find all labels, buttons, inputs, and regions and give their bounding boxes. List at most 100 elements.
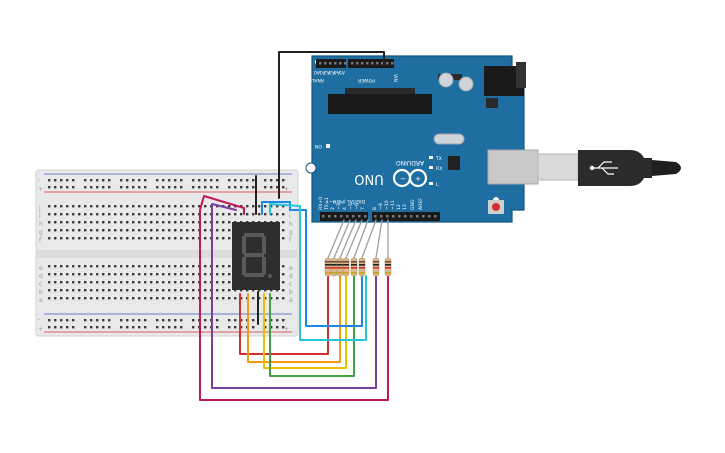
breadboard-hole[interactable] — [156, 237, 159, 240]
breadboard-hole[interactable] — [102, 273, 105, 276]
breadboard-hole[interactable] — [66, 281, 69, 284]
breadboard-hole[interactable] — [66, 326, 69, 329]
breadboard-hole[interactable] — [138, 221, 141, 224]
breadboard-hole[interactable] — [126, 289, 129, 292]
breadboard-hole[interactable] — [78, 229, 81, 232]
breadboard-hole[interactable] — [132, 273, 135, 276]
breadboard-hole[interactable] — [282, 297, 285, 300]
breadboard-hole[interactable] — [228, 297, 231, 300]
breadboard-hole[interactable] — [84, 297, 87, 300]
breadboard-hole[interactable] — [246, 213, 249, 216]
breadboard-hole[interactable] — [150, 221, 153, 224]
breadboard-hole[interactable] — [180, 229, 183, 232]
breadboard-hole[interactable] — [162, 179, 165, 182]
breadboard-hole[interactable] — [156, 281, 159, 284]
breadboard-hole[interactable] — [240, 297, 243, 300]
breadboard-hole[interactable] — [120, 221, 123, 224]
usb-cable[interactable] — [487, 149, 681, 186]
breadboard-hole[interactable] — [54, 289, 57, 292]
breadboard-hole[interactable] — [96, 297, 99, 300]
breadboard-hole[interactable] — [282, 179, 285, 182]
breadboard-hole[interactable] — [48, 229, 51, 232]
breadboard-hole[interactable] — [48, 326, 51, 329]
breadboard-hole[interactable] — [150, 281, 153, 284]
breadboard-hole[interactable] — [216, 265, 219, 268]
breadboard-hole[interactable] — [120, 179, 123, 182]
breadboard-hole[interactable] — [138, 186, 141, 189]
breadboard-hole[interactable] — [48, 265, 51, 268]
resistor[interactable] — [372, 257, 380, 277]
breadboard-hole[interactable] — [150, 273, 153, 276]
breadboard-hole[interactable] — [150, 289, 153, 292]
breadboard-hole[interactable] — [282, 229, 285, 232]
breadboard-hole[interactable] — [108, 213, 111, 216]
breadboard-hole[interactable] — [78, 273, 81, 276]
breadboard-hole[interactable] — [114, 205, 117, 208]
breadboard-hole[interactable] — [84, 281, 87, 284]
breadboard-hole[interactable] — [48, 297, 51, 300]
breadboard-hole[interactable] — [168, 326, 171, 329]
breadboard-hole[interactable] — [144, 273, 147, 276]
breadboard-hole[interactable] — [192, 319, 195, 322]
wire-cyan[interactable] — [269, 203, 367, 341]
breadboard-hole[interactable] — [192, 237, 195, 240]
breadboard-hole[interactable] — [180, 179, 183, 182]
breadboard-hole[interactable] — [168, 281, 171, 284]
breadboard-hole[interactable] — [162, 326, 165, 329]
breadboard-hole[interactable] — [48, 319, 51, 322]
breadboard-hole[interactable] — [72, 213, 75, 216]
breadboard-hole[interactable] — [90, 221, 93, 224]
breadboard-hole[interactable] — [54, 273, 57, 276]
wire-yellow[interactable] — [263, 275, 347, 369]
breadboard-hole[interactable] — [156, 221, 159, 224]
breadboard-hole[interactable] — [60, 289, 63, 292]
breadboard-hole[interactable] — [204, 326, 207, 329]
breadboard-hole[interactable] — [228, 179, 231, 182]
breadboard-hole[interactable] — [78, 265, 81, 268]
breadboard-hole[interactable] — [174, 319, 177, 322]
breadboard-hole[interactable] — [126, 281, 129, 284]
breadboard-hole[interactable] — [150, 213, 153, 216]
breadboard-hole[interactable] — [126, 237, 129, 240]
breadboard-hole[interactable] — [90, 297, 93, 300]
breadboard-hole[interactable] — [204, 319, 207, 322]
wire-purple[interactable] — [211, 203, 377, 389]
breadboard-hole[interactable] — [72, 179, 75, 182]
breadboard-hole[interactable] — [252, 213, 255, 216]
breadboard-hole[interactable] — [108, 265, 111, 268]
breadboard-hole[interactable] — [132, 205, 135, 208]
breadboard-hole[interactable] — [96, 319, 99, 322]
breadboard-hole[interactable] — [192, 179, 195, 182]
breadboard-hole[interactable] — [90, 237, 93, 240]
breadboard-hole[interactable] — [258, 297, 261, 300]
breadboard-hole[interactable] — [96, 273, 99, 276]
breadboard-hole[interactable] — [96, 229, 99, 232]
breadboard-hole[interactable] — [108, 179, 111, 182]
breadboard-hole[interactable] — [72, 319, 75, 322]
resistor[interactable] — [324, 257, 332, 277]
breadboard-hole[interactable] — [174, 213, 177, 216]
wire-magenta[interactable] — [199, 195, 389, 401]
breadboard-hole[interactable] — [264, 205, 267, 208]
breadboard-hole[interactable] — [276, 186, 279, 189]
breadboard-hole[interactable] — [180, 237, 183, 240]
breadboard-hole[interactable] — [186, 237, 189, 240]
breadboard-hole[interactable] — [120, 229, 123, 232]
breadboard-hole[interactable] — [174, 205, 177, 208]
breadboard-hole[interactable] — [102, 205, 105, 208]
breadboard-hole[interactable] — [222, 289, 225, 292]
breadboard-hole[interactable] — [180, 213, 183, 216]
breadboard-hole[interactable] — [162, 273, 165, 276]
breadboard-hole[interactable] — [168, 205, 171, 208]
breadboard-hole[interactable] — [138, 326, 141, 329]
breadboard-hole[interactable] — [90, 179, 93, 182]
breadboard-hole[interactable] — [282, 213, 285, 216]
breadboard-hole[interactable] — [270, 297, 273, 300]
breadboard-hole[interactable] — [180, 289, 183, 292]
breadboard-hole[interactable] — [162, 289, 165, 292]
breadboard-hole[interactable] — [132, 213, 135, 216]
breadboard-hole[interactable] — [174, 179, 177, 182]
breadboard-hole[interactable] — [114, 265, 117, 268]
breadboard-hole[interactable] — [186, 205, 189, 208]
breadboard-hole[interactable] — [144, 326, 147, 329]
